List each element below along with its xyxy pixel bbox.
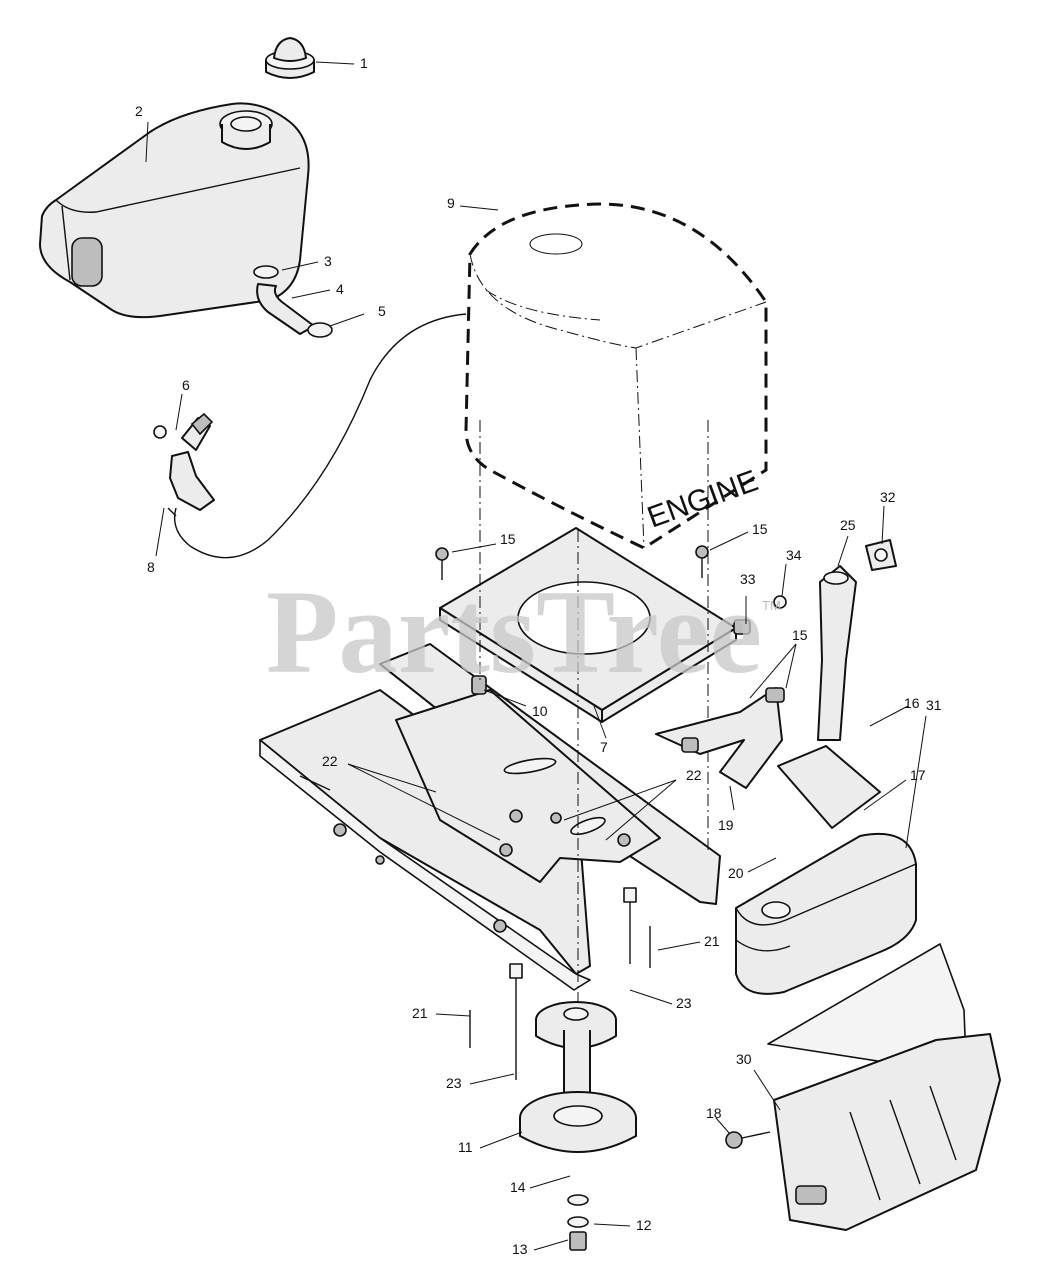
callout-12: 12 [636,1217,652,1233]
callout-3: 3 [324,253,332,269]
callout-13: 13 [512,1241,528,1257]
watermark-trademark: TM [762,598,781,613]
callout-32: 32 [880,489,896,505]
callout-15-bracket: 15 [792,627,808,643]
exhaust-pipe [733,539,897,741]
callout-20: 20 [728,865,744,881]
callout-2: 2 [135,103,143,119]
idler-pulley [519,1001,637,1251]
mount-hardware [435,420,709,1110]
muffler [735,832,917,995]
callout-4: 4 [336,281,344,297]
callout-17: 17 [910,767,926,783]
callout-33: 33 [740,571,756,587]
engine-mount-plate [439,527,737,723]
callout-31: 31 [926,697,942,713]
callout-leaders [145,61,927,1251]
callout-34: 34 [786,547,802,563]
callout-8: 8 [147,559,155,575]
watermark-text: PartsTree [266,565,762,698]
throttle-control [153,313,467,559]
callout-15-right: 15 [752,521,768,537]
callout-11: 11 [458,1139,473,1155]
callout-15-left: 15 [500,531,516,547]
callout-1: 1 [360,55,368,71]
exhaust-brackets [655,687,881,829]
callout-23-left: 23 [446,1075,462,1091]
callout-labels: 1 2 3 4 5 6 7 8 9 10 11 12 13 14 15 15 1… [135,55,942,1257]
callout-10: 10 [532,703,548,719]
partstree-watermark: PartsTree TM [266,565,781,698]
callout-22-right: 22 [686,767,702,783]
callout-9: 9 [447,195,455,211]
callout-21-right: 21 [704,933,720,949]
engine-label: ENGINE [643,464,762,534]
callout-16: 16 [904,695,920,711]
callout-14: 14 [510,1179,526,1195]
fuel-tank [39,102,310,319]
fuel-hose-assembly [253,265,333,338]
callout-18: 18 [706,1105,722,1121]
callout-22-left: 22 [322,753,338,769]
fuel-cap [265,37,315,79]
callout-19: 19 [718,817,734,833]
muffler-heat-shield [725,943,1001,1231]
frame-assembly [259,643,721,991]
callout-30: 30 [736,1051,752,1067]
callout-25: 25 [840,517,856,533]
callout-6: 6 [182,377,190,393]
callout-23-right: 23 [676,995,692,1011]
callout-5: 5 [378,303,386,319]
engine-outline: ENGINE [464,202,768,550]
callout-7: 7 [600,739,608,755]
callout-21-left: 21 [412,1005,428,1021]
